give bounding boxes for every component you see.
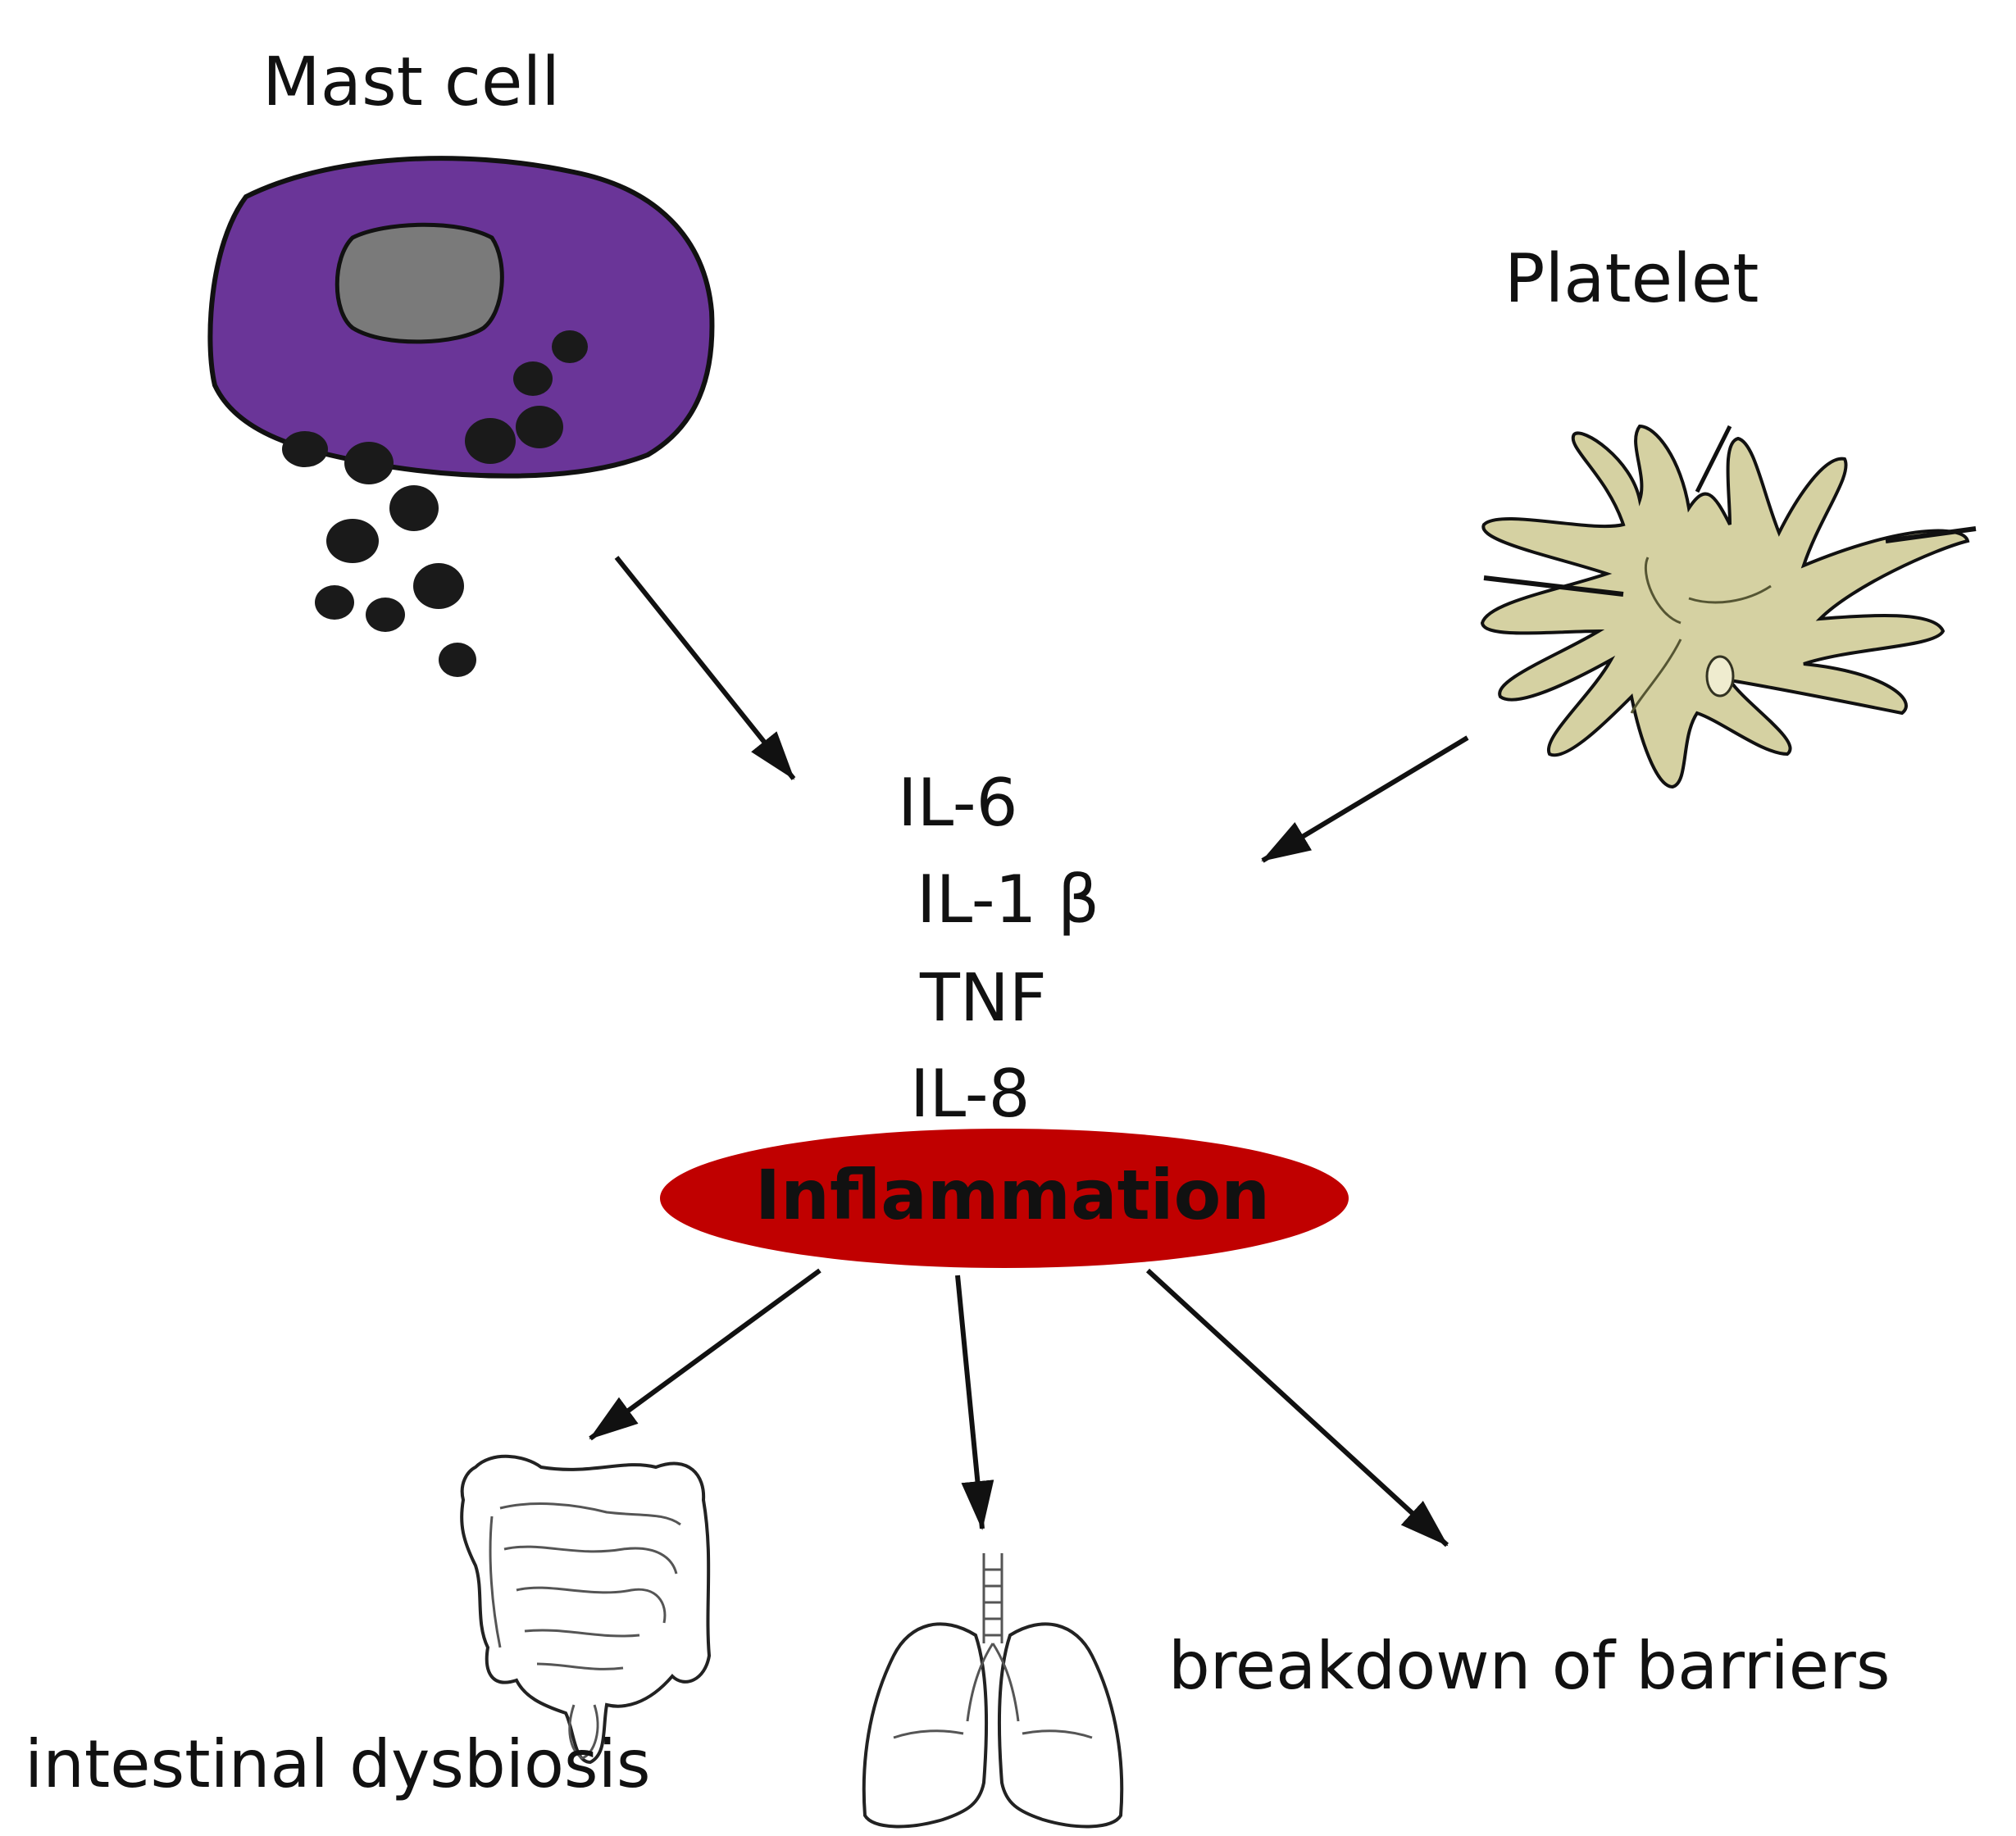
intestinal-dysbiosis-label: intestinal dysbiosis: [25, 1726, 651, 1802]
platelet-spike-right: [1885, 526, 1977, 543]
platelet-vacuole: [1705, 655, 1735, 698]
platelet-spike-left: [1483, 575, 1624, 597]
cytokine-item: IL-6: [898, 765, 1018, 841]
arrow-to-barriers: [1145, 1268, 1449, 1547]
arrow-platelet-to-cytokines: [1261, 735, 1469, 863]
intestine-rectum: [568, 1704, 599, 1760]
mast-cell-icon: [207, 156, 715, 677]
intestine-icon: [460, 1454, 712, 1765]
cytokine-item: IL-1 β: [917, 861, 1099, 938]
inflammation-ellipse: [660, 1129, 1349, 1268]
platelet-icon: [1480, 424, 1977, 789]
intestine-outline: [460, 1454, 712, 1765]
bronchi: [893, 1643, 1093, 1739]
cytokine-item: IL-8: [910, 1056, 1031, 1132]
intestine-coils: [489, 1502, 681, 1670]
inflammation-label: Inflammation: [755, 1155, 1270, 1235]
trachea: [982, 1553, 1003, 1643]
mast-cell-label: Mast cell: [262, 43, 560, 121]
platelet-label: Platelet: [1504, 240, 1759, 318]
right-lung: [998, 1622, 1124, 1829]
cytokine-list: IL-6 IL-1 β TNF IL-8: [898, 765, 1099, 1132]
arrow-mast-to-cytokines: [614, 556, 796, 780]
platelet-detail: [1630, 557, 1772, 714]
cytokine-item: TNF: [919, 960, 1047, 1036]
granules: [282, 330, 588, 677]
arrow-to-intestine: [589, 1268, 821, 1441]
mast-cell-nucleus: [334, 222, 504, 344]
arrow-to-lungs: [955, 1275, 994, 1530]
platelet-body: [1480, 424, 1970, 789]
left-lung: [862, 1622, 988, 1829]
breakdown-of-barriers-label: breakdown of barriers: [1168, 1628, 1891, 1704]
platelet-spike-top: [1695, 425, 1732, 493]
inflammation-node: Inflammation: [660, 1129, 1349, 1268]
lungs-icon: [862, 1553, 1124, 1829]
